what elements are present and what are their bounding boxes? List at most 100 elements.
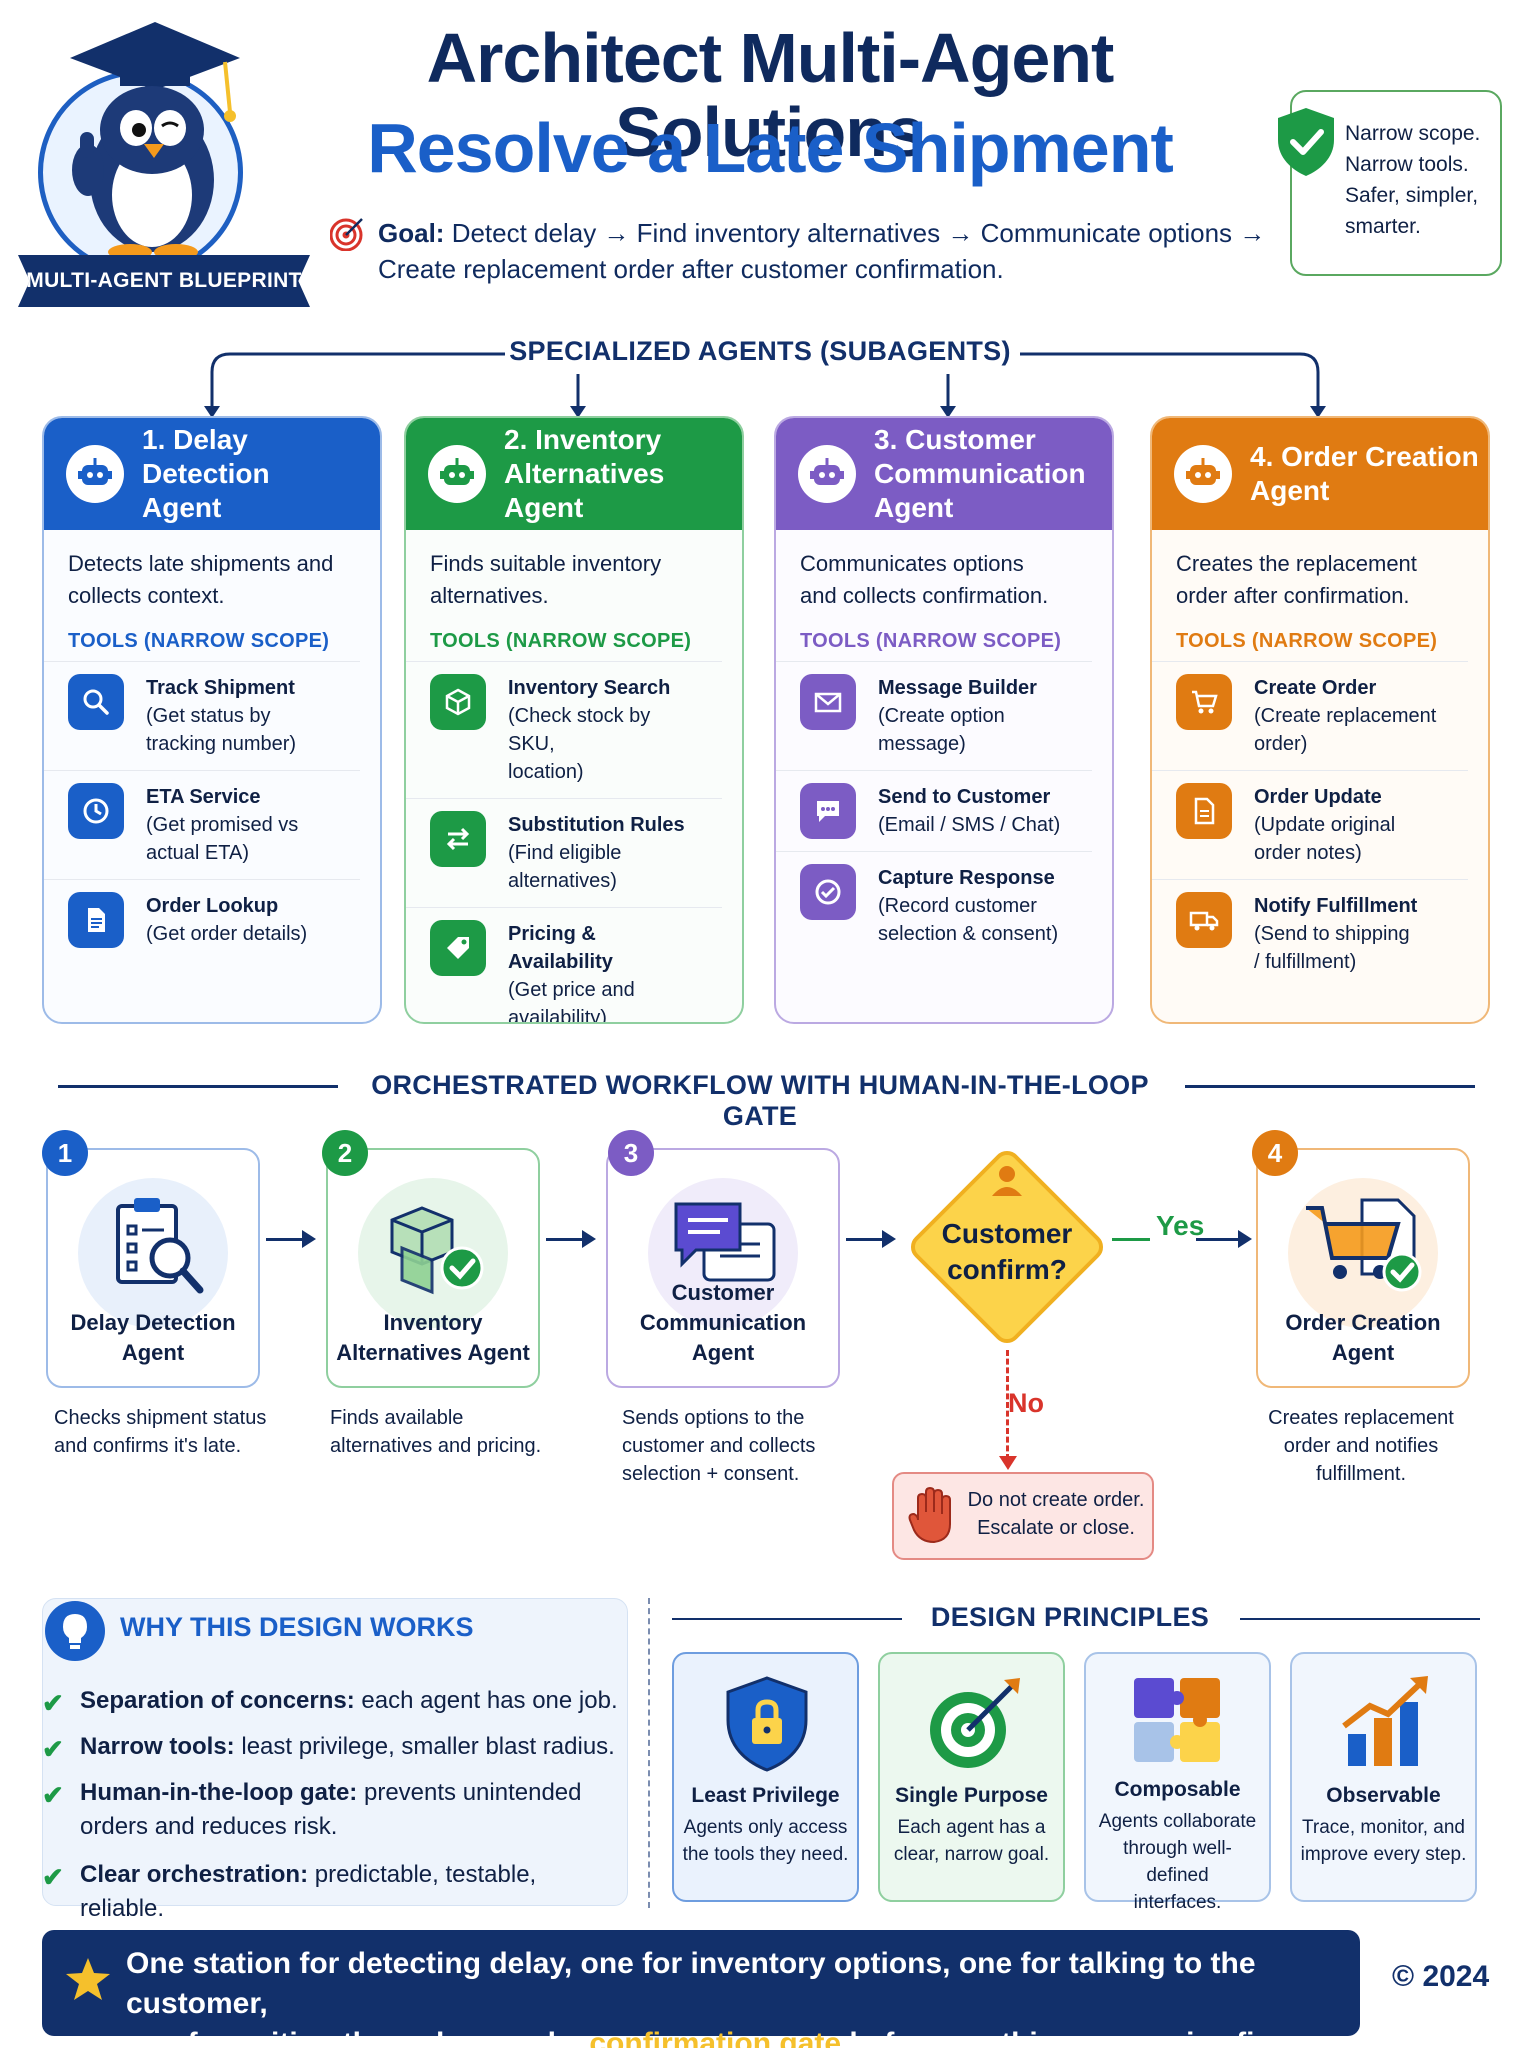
page-title: Architect Multi-Agent Solutions [426,19,1115,171]
yes-line [1112,1238,1150,1241]
flow-arrow [846,1230,896,1248]
divider [648,1598,650,1908]
tools-heading: TOOLS (NARROW SCOPE) [68,630,330,652]
tool-notify-fulfillment: Notify Fulfillment(Send to shipping/ ful… [1152,879,1468,988]
cart-document-icon [1306,1198,1422,1292]
banner-text: One station for detecting delay, one for… [126,1947,1308,2048]
agents-connector [204,352,1326,418]
copyright: © 2024 [1392,1960,1490,1993]
robot-icon [66,445,124,503]
tool-send-to-customer: Send to Customer(Email / SMS / Chat) [776,770,1092,851]
why-title: WHY THIS DESIGN WORKS [120,1612,474,1642]
boxes-check-icon [390,1206,484,1295]
check-circle-icon [800,864,856,920]
goal-text: Goal: Detect delay → Find inventory alte… [378,218,1266,284]
tool-inventory-search: Inventory Search(Check stock by SKU,loca… [406,661,722,798]
blueprint-ribbon: MULTI-AGENT BLUEPRINT [18,255,310,307]
truck-icon [1176,892,1232,948]
robot-icon [428,445,486,503]
summary-banner [42,1930,1360,2036]
no-arrow [999,1456,1017,1470]
box-icon [430,674,486,730]
envelope-icon [800,674,856,730]
cart-icon [1176,674,1232,730]
document-edit-icon [1176,783,1232,839]
chat-icon [800,783,856,839]
clock-icon [68,783,124,839]
chart-up-icon [1342,1676,1428,1766]
search-icon [68,674,124,730]
chat-messages-icon [674,1202,776,1282]
robot-icon [1174,445,1232,503]
step-badge: 2 [322,1130,368,1176]
penguin-mascot-icon [70,22,240,260]
flow-arrow [546,1230,596,1248]
document-icon [68,892,124,948]
puzzle-icon [1134,1678,1220,1762]
stop-text: Do not create order.Escalate or close. [967,1489,1145,1539]
no-label: No [1008,1388,1044,1418]
workflow-title: ORCHESTRATED WORKFLOW WITH HUMAN-IN-THE-… [371,1070,1149,1131]
target-icon [930,1678,1020,1768]
star-icon [66,1958,110,2000]
step-badge: 1 [42,1130,88,1176]
why-item: ✔Human-in-the-loop gate: prevents uninte… [42,1779,582,1840]
agents-section-title: SPECIALIZED AGENTS (SUBAGENTS) [509,336,1011,366]
tool-order-lookup: Order Lookup(Get order details) [44,879,360,960]
divider [1185,1085,1475,1088]
flow-arrow [266,1230,316,1248]
tools-heading: TOOLS (NARROW SCOPE) [1176,630,1438,652]
clipboard-search-icon [116,1198,204,1294]
why-item: ✔Narrow tools: least privilege, smaller … [42,1733,615,1764]
robot-icon [798,445,856,503]
divider [672,1618,902,1620]
target-icon [330,218,363,251]
principles-title: DESIGN PRINCIPLES [930,1602,1210,1632]
why-item: ✔Separation of concerns: each agent has … [42,1687,618,1718]
flow-arrow [1196,1230,1252,1248]
shield-check-icon [1278,108,1334,176]
step-badge: 3 [608,1130,654,1176]
step-badge: 4 [1252,1130,1298,1176]
swap-icon [430,811,486,867]
stop-hand-icon [908,1486,951,1544]
divider [58,1085,338,1088]
tools-heading: TOOLS (NARROW SCOPE) [430,630,692,652]
divider [1240,1618,1480,1620]
lightbulb-icon [45,1601,105,1661]
tag-icon [430,920,486,976]
callout-text: Narrow scope. Narrow tools. Safer, simpl… [1345,122,1481,238]
customer-confirm-gate [910,1150,1104,1344]
shield-lock-icon [726,1676,808,1772]
